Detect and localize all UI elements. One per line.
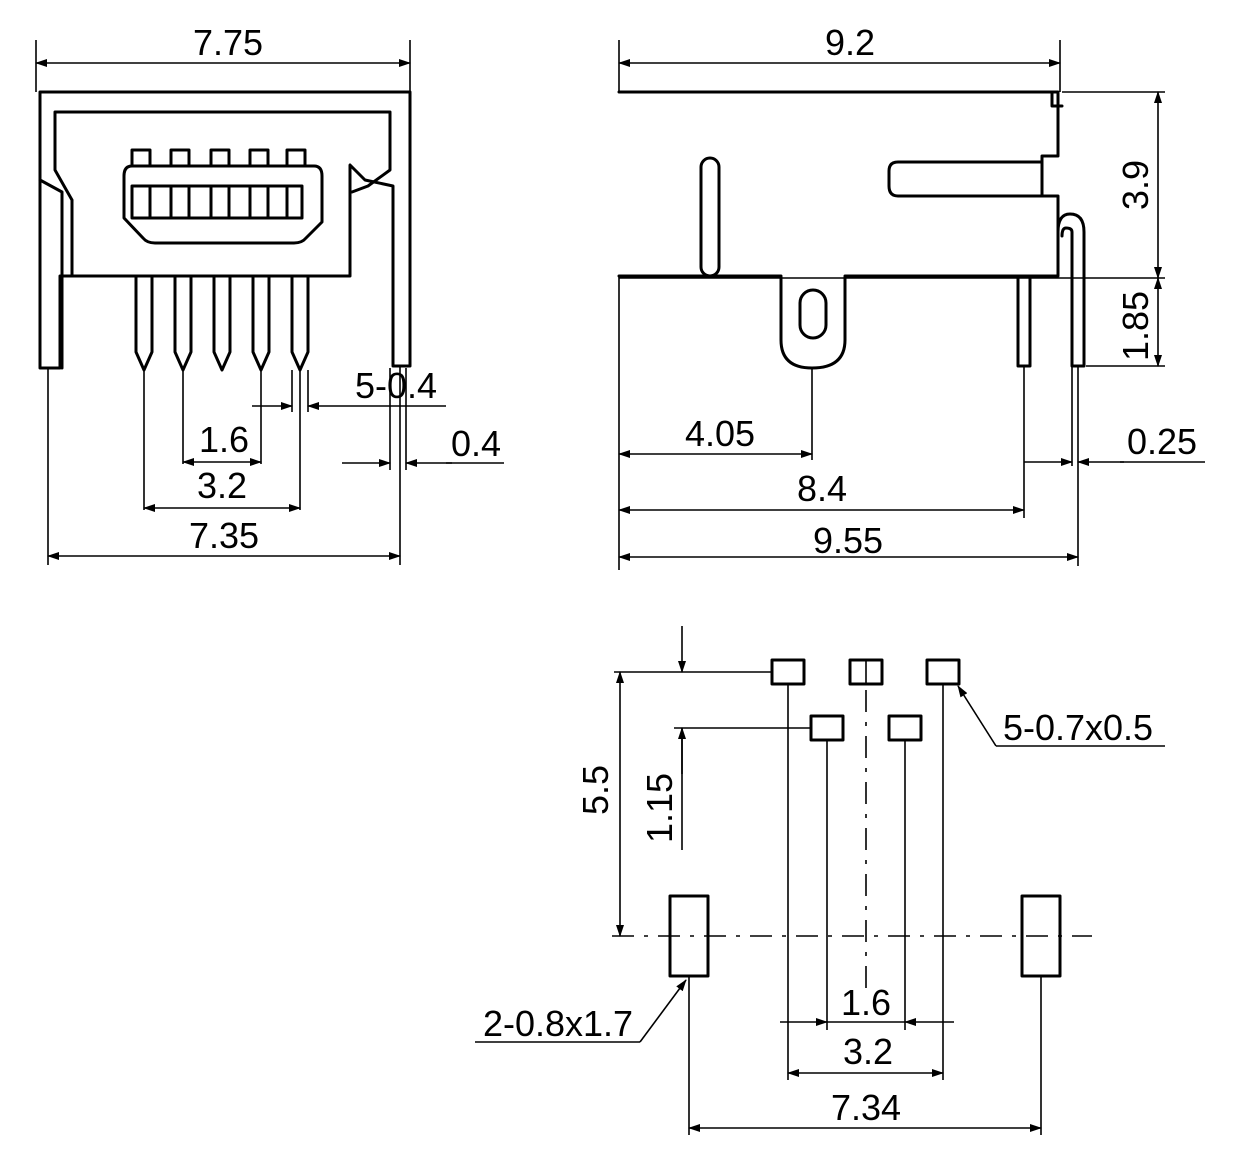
side-pin-short (1016, 274, 1032, 368)
dim-label-3-9: 3.9 (1115, 160, 1156, 210)
dim-label-5-0-4: 5-0.4 (355, 365, 437, 406)
dim-label-5-0-7x0-5: 5-0.7x0.5 (1003, 707, 1153, 748)
side-slot-vertical (699, 156, 721, 278)
front-pins (134, 274, 310, 372)
side-pin-bent (1056, 212, 1086, 368)
side-slot-post (798, 288, 828, 340)
dim-label-2-0-8x1-7: 2-0.8x1.7 (483, 1003, 633, 1044)
dim-label-3-2-footprint: 3.2 (843, 1031, 893, 1072)
front-inner-frame (53, 110, 392, 278)
dim-label-1-15: 1.15 (639, 773, 680, 843)
dim-label-9-55: 9.55 (813, 520, 883, 561)
side-body-outline (617, 90, 1060, 370)
dim-label-5-5: 5.5 (575, 765, 616, 815)
dim-label-7-34: 7.34 (831, 1087, 901, 1128)
dim-label-0-25: 0.25 (1127, 421, 1197, 462)
front-dimensions: 1.6 3.2 7.35 5-0.4 0.4 (47, 365, 504, 565)
dim-label-1-85: 1.85 (1115, 291, 1156, 361)
dim-label-4-05: 4.05 (685, 413, 755, 454)
front-housing-outline (38, 90, 412, 370)
dim-overall-width: 7.75 (35, 22, 411, 92)
side-dimensions: 9.2 3.9 1.85 4.05 8.4 9.55 0.25 (618, 22, 1205, 570)
dim-label-9-2: 9.2 (825, 22, 875, 63)
footprint-view: 5.5 1.15 5-0.7x0.5 2-0.8x1.7 1.6 3.2 7.3… (475, 626, 1165, 1135)
dim-label-3-2: 3.2 (197, 465, 247, 506)
side-view: 9.2 3.9 1.85 4.05 8.4 9.55 0.25 (617, 22, 1205, 570)
side-notch (1050, 90, 1064, 108)
dim-label-1-6-footprint: 1.6 (841, 982, 891, 1023)
front-leg-left (38, 178, 64, 370)
dim-label-7-35: 7.35 (189, 515, 259, 556)
contact-tabs (130, 148, 307, 220)
side-latch (887, 160, 1044, 198)
receptacle-opening (122, 164, 324, 245)
footprint-dimensions: 5.5 1.15 5-0.7x0.5 2-0.8x1.7 1.6 3.2 7.3… (475, 626, 1165, 1135)
dim-label-8-4: 8.4 (797, 468, 847, 509)
dim-label-1-6: 1.6 (199, 419, 249, 460)
front-view: 7.75 1.6 3.2 7.35 5-0.4 (35, 22, 504, 565)
dim-label-0-4: 0.4 (451, 423, 501, 464)
dim-label-7-75: 7.75 (193, 22, 263, 63)
